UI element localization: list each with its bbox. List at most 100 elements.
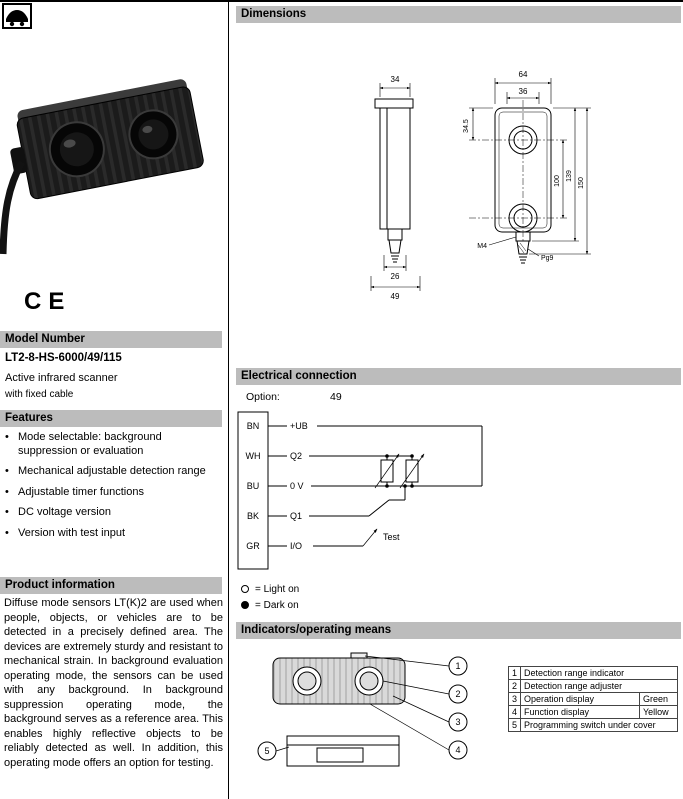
feature-text: DC voltage version	[18, 506, 111, 518]
feature-text: Version with test input	[18, 526, 126, 539]
wire-code: WH	[246, 451, 261, 461]
section-header-indicators: Indicators/operating means	[236, 622, 681, 639]
row-number: 3	[507, 692, 522, 706]
row-value: Green	[639, 692, 678, 706]
table-row: 5 Programming switch under cover	[507, 718, 678, 732]
list-item: • Version with test input	[5, 527, 219, 541]
ce-mark: CE	[24, 288, 72, 315]
column-divider	[228, 0, 229, 799]
section-header-model-number: Model Number	[0, 331, 222, 348]
table-row: 2 Detection range adjuster	[507, 679, 678, 693]
wire-code: BN	[247, 421, 260, 431]
option-value: 49	[330, 391, 342, 403]
bullet-marker: •	[5, 485, 9, 498]
gland-pg9-label: Pg9	[541, 255, 554, 262]
legend-dark-on: = Dark on	[241, 597, 299, 613]
wire-signal: 0 V	[290, 481, 304, 491]
wire-signal: Q2	[290, 451, 302, 461]
junction-dots	[385, 454, 414, 488]
wire-signal: Q1	[290, 511, 302, 521]
dim-34-5-label: 34.5	[463, 119, 470, 133]
wire-code: BU	[247, 481, 260, 491]
features-list: • Mode selectable: background suppression…	[5, 431, 219, 547]
thread-m4-label: M4	[477, 243, 487, 250]
row-number: 4	[507, 705, 522, 719]
indicators-table: 1 Detection range indicator 2 Detection …	[507, 666, 678, 732]
feature-text: Mechanical adjustable detection range	[18, 465, 206, 477]
legend-text: = Light on	[255, 583, 300, 595]
callout-leaders	[275, 655, 450, 752]
center-lines	[469, 100, 567, 242]
model-type: Active infrared scanner	[5, 372, 118, 384]
row-number: 2	[507, 679, 522, 693]
table-row: 3 Operation display Green	[507, 692, 678, 706]
sensor-body	[10, 79, 204, 200]
list-item: • DC voltage version	[5, 506, 219, 520]
row-description: Operation display	[520, 692, 640, 706]
feature-text: Adjustable timer functions	[18, 485, 144, 498]
sensor-top-view	[272, 652, 406, 705]
dim-26-label: 26	[391, 272, 400, 281]
model-note: with fixed cable	[5, 389, 74, 400]
dim-34-label: 34	[391, 75, 400, 84]
list-item: • Adjustable timer functions	[5, 486, 219, 500]
callout-markers: 1 2 3 4 5	[257, 656, 468, 761]
dim-150-label: 150	[578, 177, 585, 189]
wire-signal: I/O	[290, 541, 302, 551]
wire-code: BK	[247, 511, 259, 521]
wire-code: GR	[246, 541, 260, 551]
bullet-marker: •	[5, 465, 9, 477]
legend-light-on: = Light on	[241, 581, 299, 597]
row-description: Function display	[520, 705, 640, 719]
wire-signal: +UB	[290, 421, 308, 431]
callout-number: 2	[455, 689, 460, 699]
row-description: Detection range adjuster	[520, 679, 678, 693]
sensor-side-view	[286, 735, 400, 767]
dim-49-label: 49	[391, 292, 400, 301]
indicators-drawing: 1 2 3 4 5	[257, 652, 468, 767]
row-description: Detection range indicator	[520, 666, 678, 680]
product-information-text: Diffuse mode sensors LT(K)2 are used whe…	[4, 597, 223, 769]
bullet-marker: •	[5, 526, 9, 539]
switching-legend: = Light on = Dark on	[241, 581, 299, 613]
side-view	[374, 98, 414, 263]
callout-number: 4	[455, 745, 460, 755]
callout-number: 1	[455, 661, 460, 671]
row-value: Yellow	[639, 705, 678, 719]
wiring-diagram: BN WH BU BK GR +UB Q2 0 V Q1 I/O Test	[237, 411, 483, 570]
dim-139-label: 139	[566, 170, 573, 182]
dimension-lines	[370, 78, 591, 291]
wiring-lines	[237, 411, 483, 570]
row-number: 5	[507, 718, 522, 732]
legend-text: = Dark on	[255, 599, 299, 611]
light-on-icon	[241, 585, 249, 593]
row-number: 1	[507, 666, 522, 680]
product-photo	[0, 42, 225, 277]
section-header-features: Features	[0, 410, 222, 427]
list-item: • Mechanical adjustable detection range	[5, 465, 219, 479]
top-border	[0, 0, 683, 2]
option-row: Option: 49	[246, 391, 342, 403]
section-header-electrical-connection: Electrical connection	[236, 368, 681, 385]
table-row: 1 Detection range indicator	[507, 666, 678, 680]
dim-100-label: 100	[554, 175, 561, 187]
vehicle-icon	[2, 3, 32, 29]
dark-on-icon	[241, 601, 249, 609]
feature-text: Mode selectable: background suppression …	[18, 431, 162, 457]
sensor-cable	[0, 160, 26, 255]
option-label: Option:	[246, 391, 280, 403]
bullet-marker: •	[5, 431, 9, 443]
test-label: Test	[383, 532, 400, 542]
row-description: Programming switch under cover	[520, 718, 678, 732]
section-header-dimensions: Dimensions	[236, 6, 681, 23]
dimensions-drawing: 34 26 49 64 36 34.5 100 139 150 M4 Pg9	[370, 70, 591, 301]
application-icon	[2, 3, 32, 34]
bullet-marker: •	[5, 506, 9, 518]
callout-number: 5	[264, 746, 269, 756]
dim-36-label: 36	[519, 87, 528, 96]
section-header-product-information: Product information	[0, 577, 222, 594]
dim-64-label: 64	[519, 70, 528, 79]
model-number: LT2-8-HS-6000/49/115	[5, 352, 122, 364]
table-row: 4 Function display Yellow	[507, 705, 678, 719]
